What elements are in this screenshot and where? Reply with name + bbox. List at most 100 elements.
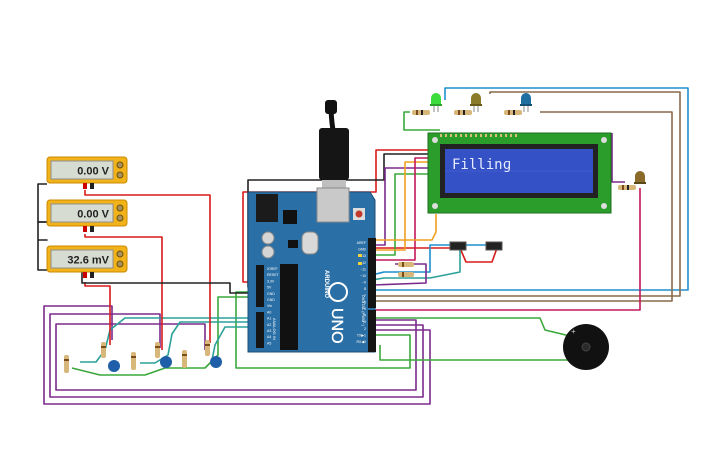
wire-red[interactable] bbox=[84, 234, 163, 350]
multimeter-2[interactable]: 0.00 V bbox=[46, 199, 128, 232]
brown-led[interactable] bbox=[634, 171, 646, 184]
resistor[interactable] bbox=[454, 110, 472, 115]
resistor[interactable] bbox=[618, 185, 636, 190]
piezo-buzzer[interactable]: + bbox=[563, 324, 609, 370]
pin-label: 13 bbox=[362, 254, 366, 258]
lcd-module[interactable]: Fillinɡ bbox=[427, 132, 612, 214]
blue-sensor[interactable] bbox=[108, 360, 120, 372]
arduino-logo bbox=[328, 282, 348, 302]
wire-magenta[interactable] bbox=[372, 188, 641, 311]
pin-label: A3 bbox=[267, 329, 271, 333]
pin-label: 3.3V bbox=[267, 279, 275, 283]
wire-purple[interactable] bbox=[372, 167, 428, 246]
digital-label: DIGITAL (PWM~) bbox=[361, 295, 366, 327]
header-analog bbox=[256, 312, 264, 348]
header-power bbox=[256, 265, 264, 307]
wire-purple[interactable] bbox=[43, 305, 431, 405]
wire-black[interactable] bbox=[37, 221, 48, 271]
wire-green[interactable] bbox=[403, 111, 440, 131]
resistor[interactable] bbox=[182, 350, 187, 368]
usb-plug[interactable] bbox=[319, 128, 349, 180]
atmega-chip bbox=[280, 264, 298, 350]
pin-label: A5 bbox=[267, 341, 271, 345]
wire-teal[interactable] bbox=[211, 326, 260, 361]
wire-black[interactable] bbox=[37, 183, 47, 223]
wire-red[interactable] bbox=[84, 282, 111, 345]
wire-green[interactable] bbox=[379, 345, 572, 361]
resistor[interactable] bbox=[398, 262, 414, 267]
pin-label: 2 bbox=[364, 327, 366, 331]
wire-green[interactable] bbox=[235, 291, 411, 369]
header-top bbox=[368, 238, 376, 308]
wires bbox=[37, 87, 689, 405]
svg-text:+: + bbox=[571, 327, 576, 336]
pin-label: A1 bbox=[267, 317, 271, 321]
pin-label: 5V bbox=[267, 286, 272, 290]
wire-green[interactable] bbox=[372, 317, 571, 337]
pin-label: GND bbox=[267, 292, 275, 296]
arduino-board[interactable]: ARDUINO UNO DIGITAL (PWM~) ANALOG IN IOR… bbox=[247, 100, 376, 353]
multimeter-3[interactable]: 32.6 mV bbox=[46, 245, 128, 278]
pin-label: ~5 bbox=[362, 307, 366, 311]
wire-purple[interactable] bbox=[611, 133, 625, 183]
resistor[interactable] bbox=[504, 110, 522, 115]
wire-teal[interactable] bbox=[140, 321, 260, 364]
pin-label: 8 bbox=[364, 287, 366, 291]
pin-label: A0 bbox=[267, 310, 271, 314]
pin-label: ~9 bbox=[362, 281, 366, 285]
multimeters: 0.00 V 0.00 V 32.6 mV bbox=[46, 156, 128, 278]
resistor[interactable] bbox=[398, 272, 414, 277]
pin-label: GND bbox=[267, 298, 275, 302]
header-bottom bbox=[368, 310, 376, 352]
pin-label: IOREF bbox=[267, 267, 278, 271]
wire-orange[interactable] bbox=[372, 214, 437, 241]
yellow-led[interactable] bbox=[470, 93, 482, 112]
resistor[interactable] bbox=[155, 342, 160, 358]
multimeter-reading: 32.6 mV bbox=[67, 255, 109, 267]
wire-brown[interactable] bbox=[372, 111, 673, 302]
power-jack bbox=[256, 194, 278, 222]
green-led[interactable] bbox=[430, 93, 442, 112]
wire-teal[interactable] bbox=[371, 250, 461, 281]
blue-led[interactable] bbox=[520, 93, 532, 112]
usb-plug-head bbox=[325, 100, 337, 114]
resistor[interactable] bbox=[64, 355, 69, 373]
wire-teal[interactable] bbox=[80, 317, 260, 363]
pin-label: RX◀0 bbox=[356, 340, 366, 344]
resistor[interactable] bbox=[412, 110, 430, 115]
push-button[interactable] bbox=[485, 241, 503, 251]
wire-purple[interactable] bbox=[55, 319, 417, 391]
blue-sensor[interactable] bbox=[160, 356, 172, 368]
pin-label: GND bbox=[358, 248, 366, 252]
push-button[interactable] bbox=[449, 241, 467, 251]
multimeter-reading: 0.00 V bbox=[77, 209, 109, 221]
analog-label: ANALOG IN bbox=[272, 318, 277, 340]
sensor-group bbox=[64, 340, 222, 373]
led-indicators bbox=[412, 93, 646, 190]
blue-sensor[interactable] bbox=[210, 356, 222, 368]
resistor[interactable] bbox=[131, 352, 136, 370]
usb-jack bbox=[316, 187, 350, 223]
multimeter-1[interactable]: 0.00 V bbox=[46, 156, 128, 189]
lcd-text: Fillinɡ bbox=[452, 157, 511, 173]
pin-label: TX▶1 bbox=[357, 333, 366, 337]
wire-brown[interactable] bbox=[372, 91, 681, 297]
resistor[interactable] bbox=[205, 340, 210, 356]
wire-orange[interactable] bbox=[372, 161, 428, 251]
pin-label: 12 bbox=[362, 261, 366, 265]
pin-label: A2 bbox=[267, 323, 271, 327]
pin-label: ~11 bbox=[360, 267, 366, 271]
wire-green[interactable] bbox=[372, 173, 428, 256]
wire-red[interactable] bbox=[84, 190, 211, 343]
pin-label: 7 bbox=[364, 294, 366, 298]
pin-label: ~10 bbox=[360, 274, 366, 278]
pin-label: ~6 bbox=[362, 300, 366, 304]
wire-purple[interactable] bbox=[49, 313, 424, 398]
pin-label: RESET bbox=[267, 273, 280, 277]
resistor[interactable] bbox=[101, 342, 106, 358]
wire-magenta[interactable] bbox=[372, 157, 428, 261]
wire-blue[interactable] bbox=[372, 87, 689, 291]
